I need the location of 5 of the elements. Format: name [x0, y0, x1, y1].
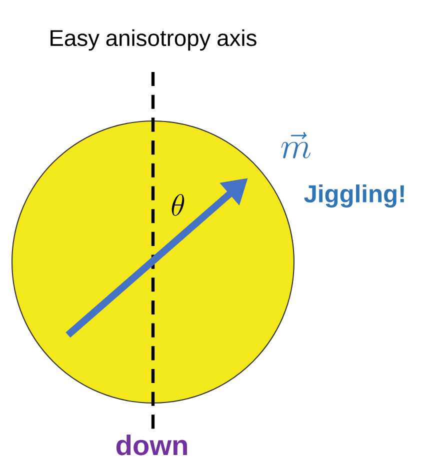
- theta-symbol: $\theta$: [172, 194, 184, 216]
- jiggling-label: Jiggling!: [304, 184, 404, 208]
- down-label: down: [116, 434, 187, 456]
- axis-title: Easy anisotropy axis: [50, 29, 256, 51]
- vector-symbol: $\vec{m}$: [281, 132, 310, 158]
